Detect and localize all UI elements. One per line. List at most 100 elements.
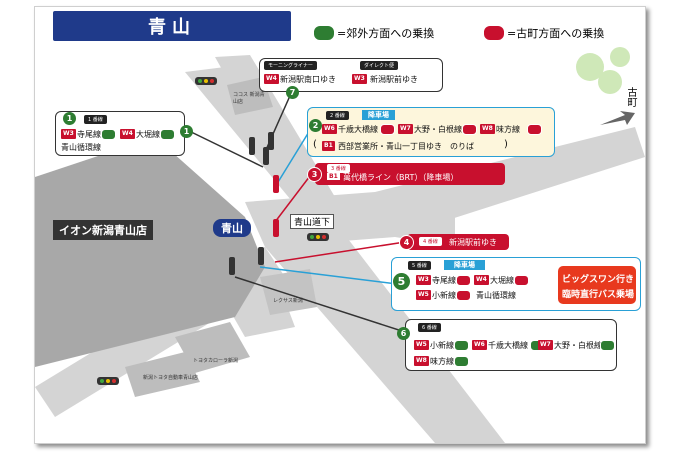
lexus-label: レクサス新潟 (273, 298, 303, 304)
road-south-east (265, 222, 505, 443)
stop-2-panel: 2 番線 降車場 W6 千歳大橋線 W7 大野・白根線 W8 味方線 ( B1 … (307, 107, 555, 157)
stop-1-route-2-code: W4 (120, 129, 135, 139)
stop-6-route-3-name: 大野・白根線 (554, 341, 602, 350)
stop-2-route-2-code: W7 (398, 124, 413, 134)
big-swan-notice-line-1: ビッグスワン行き (562, 275, 635, 285)
connector-lines (184, 88, 406, 333)
stop-5-extra: 青山循環線 (476, 291, 516, 300)
stop-6-route-2-name: 千歳大橋線 (488, 341, 528, 350)
traffic-lights (97, 77, 329, 385)
stop-4-number: 4 (399, 235, 414, 250)
stop-5-route-3-code: W5 (416, 290, 431, 300)
stop-1-route-1-name: 寺尾線 (77, 130, 101, 139)
stop-7-b-code: W3 (352, 74, 367, 84)
stop-2-header: 2 番線 (326, 111, 349, 120)
greenery (576, 47, 630, 94)
stop-3-code: B1 (327, 173, 340, 180)
stop-2-route-3-code: W8 (480, 124, 495, 134)
stop-5-panel: 5 番線 降車場 W3 寺尾線 W4 大堀線 W5 小新線 青山循環線 ビッグス… (391, 257, 641, 311)
stop-3-panel: 3 番線 B1 萬代橋ライン（BRT）（降車場） (315, 163, 505, 185)
stop-5-route-2-code: W4 (474, 275, 489, 285)
stop-1-header: 1 番線 (84, 115, 107, 124)
stop-7-header-b: ダイレクト便 (360, 61, 399, 70)
stop-1-route-1-code: W3 (61, 129, 76, 139)
stop-5-route-2-name: 大堀線 (490, 276, 514, 285)
stop-6-header: 6 番線 (418, 323, 441, 332)
stop-5-header: 5 番線 (408, 261, 431, 270)
stop-4-header: 4 番線 (419, 237, 442, 246)
stop-4-panel: 4 番線 新潟駅前ゆき (407, 234, 509, 250)
red-bus-icon (380, 124, 395, 135)
stop-6-route-1-name: 小新線 (430, 341, 454, 350)
red-bus-icon (527, 124, 542, 135)
stop-4-text: 新潟駅前ゆき (449, 238, 497, 247)
stop-1-extra: 青山循環線 (61, 143, 101, 152)
cocos-label: ココス 新潟青山店 (233, 92, 265, 105)
legend-furumachi-text: =古町方面への乗換 (507, 27, 605, 40)
toyota-corolla-label: トヨタカローラ新潟 (193, 358, 239, 364)
lexus-building (260, 269, 317, 315)
red-bus-icon (456, 290, 471, 301)
stop-2-route-3-name: 味方線 (496, 125, 520, 134)
stop-5-route-3-name: 小新線 (432, 291, 456, 300)
stop-2-tag: 降車場 (362, 110, 395, 120)
stop-2-b1-code: B1 (322, 141, 335, 151)
title-banner: 青山 (53, 11, 291, 41)
green-bus-icon (101, 129, 116, 140)
red-bus-icon (456, 275, 471, 286)
stop-6-route-4-code: W8 (414, 356, 429, 366)
page-title: 青山 (148, 17, 196, 38)
direction-arrow (600, 111, 635, 125)
stop-1-route-2-name: 大堀線 (136, 130, 160, 139)
toyota-jidosha-building (125, 352, 200, 397)
stop-2-b1-text: 西部営業所・青山一丁目ゆき のりば (338, 142, 474, 151)
stop-2-b1-open: ( (313, 139, 317, 150)
toyota-corolla-building (175, 322, 250, 373)
stop-5-tag: 降車場 (444, 260, 485, 270)
stop-6-route-2-code: W6 (472, 340, 487, 350)
stop-6-route-1-code: W5 (414, 340, 429, 350)
red-bus-icon (462, 124, 477, 135)
stop-7-number: 7 (286, 86, 299, 99)
green-bus-icon (313, 25, 335, 41)
buildings (35, 77, 317, 397)
green-bus-icon (600, 340, 615, 351)
road-diagonal-east (395, 187, 455, 247)
stop-1-number: 1 (63, 112, 76, 125)
green-bus-icon (454, 340, 469, 351)
aoyama-badge: 青山 (213, 219, 251, 237)
green-bus-icon (160, 129, 175, 140)
red-bus-icon (514, 275, 529, 286)
stop-3-text: 萬代橋ライン（BRT）（降車場） (343, 173, 459, 182)
stop-5-route-1-name: 寺尾線 (432, 276, 456, 285)
legend-suburb-text: =郊外方面への乗換 (337, 27, 435, 40)
aeon-building (35, 137, 265, 367)
stop-5-number: 5 (393, 273, 410, 290)
stop-7-panel: モーニングライナー ダイレクト便 W4 新潟駅南口ゆき W3 新潟駅前ゆき (259, 58, 443, 92)
stop-1-panel: 1 番線 W3 寺尾線 W4 大堀線 青山循環線 (55, 111, 185, 156)
map-frame: 青山 =郊外方面への乗換 =古町方面への乗換 イオン新潟青山店 青山 青山道下 … (34, 6, 646, 444)
furumachi-label: 古町 (625, 87, 636, 107)
road-east (245, 127, 645, 247)
stop-2-route-2-name: 大野・白根線 (414, 125, 462, 134)
stop-2-route-1-name: 千歳大橋線 (338, 125, 378, 134)
stop-2-route-1-code: W6 (322, 124, 337, 134)
stop-5-route-1-code: W3 (416, 275, 431, 285)
stop-6-route-3-code: W7 (538, 340, 553, 350)
big-swan-notice: ビッグスワン行き 臨時直行バス乗場 (558, 266, 636, 304)
green-bus-icon (454, 356, 469, 367)
stop-1-number-map: 1 (180, 125, 193, 138)
aeon-label: イオン新潟青山店 (53, 220, 153, 240)
stop-2-number: 2 (309, 119, 322, 132)
stop-6-route-4-name: 味方線 (430, 357, 454, 366)
stop-6-panel: 6 番線 W5 小新線 W6 千歳大橋線 W7 大野・白根線 W8 味方線 (405, 319, 617, 371)
toyota-jidosha-label: 新潟トヨタ自動車青山店 (143, 375, 199, 381)
stop-7-a-text: 新潟駅南口ゆき (280, 75, 336, 84)
map-canvas (35, 47, 645, 443)
big-swan-notice-line-2: 臨時直行バス乗場 (562, 290, 635, 300)
stop-7-a-code: W4 (264, 74, 279, 84)
stop-markers (229, 132, 279, 275)
stop-3-header: 3 番線 (327, 164, 350, 173)
intersection-label: 青山道下 (290, 214, 335, 229)
stop-3-number: 3 (307, 167, 322, 182)
